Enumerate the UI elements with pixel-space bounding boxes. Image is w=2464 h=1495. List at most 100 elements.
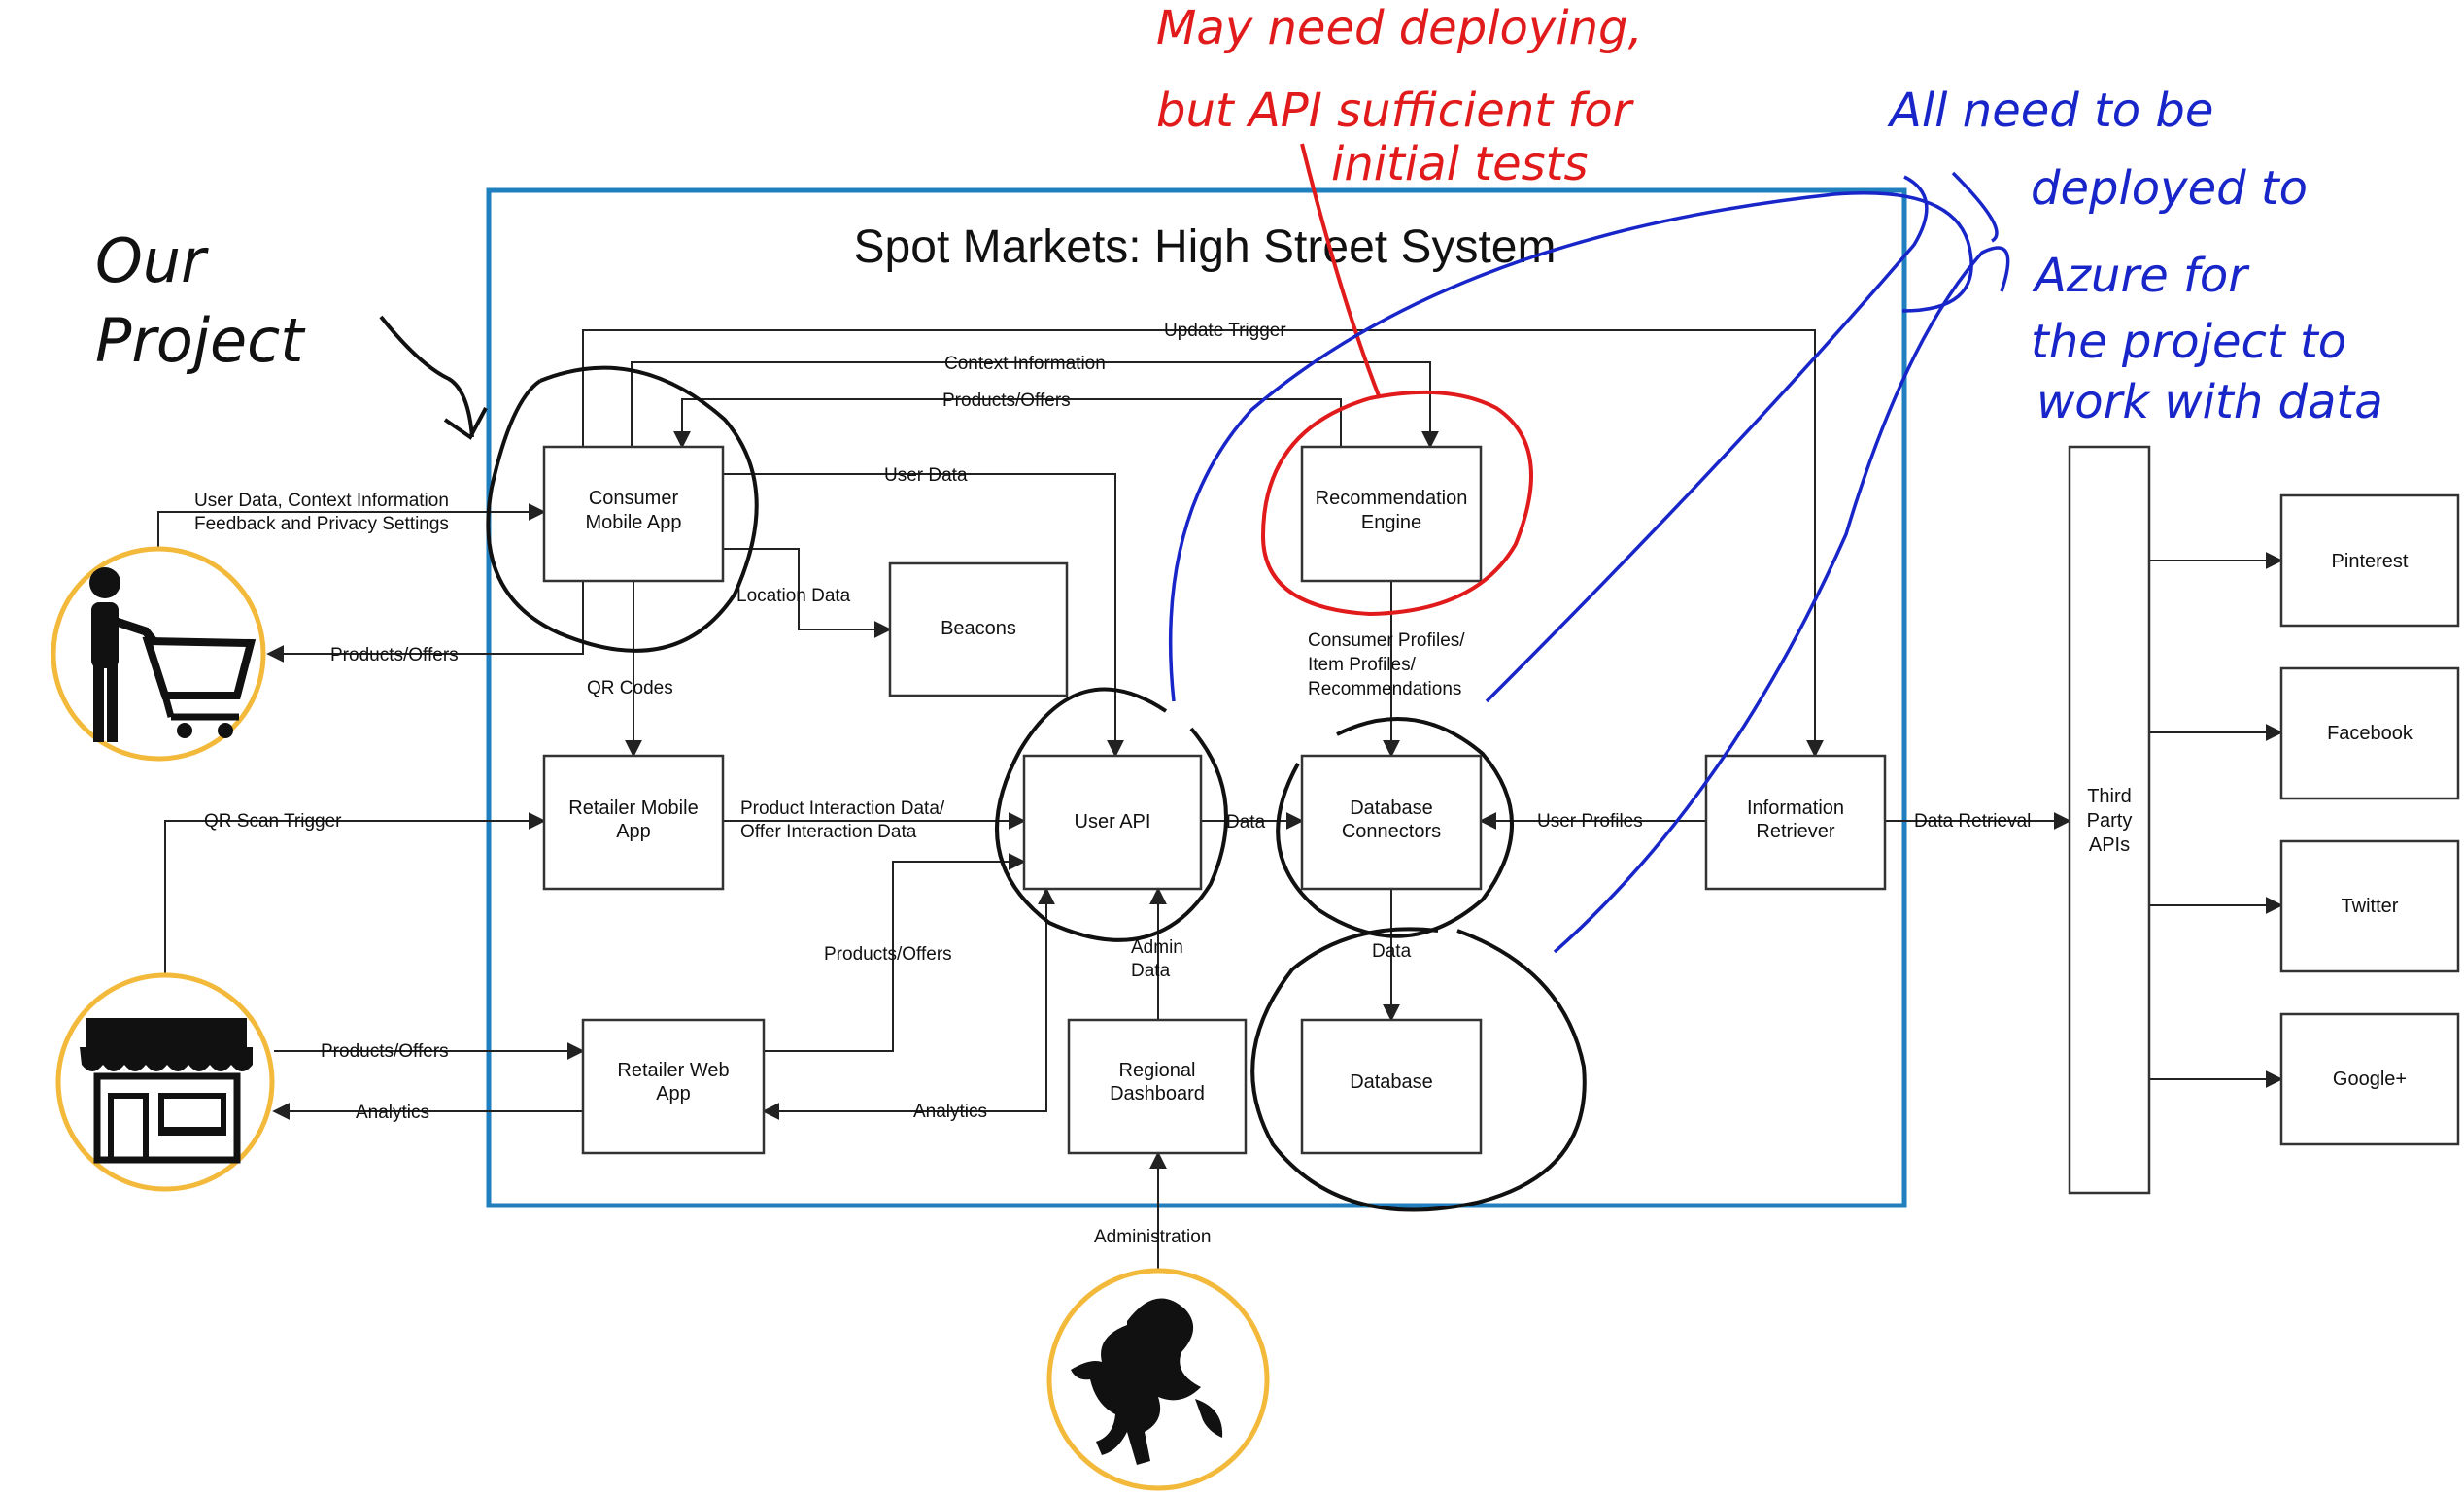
rampant-horse-crest-icon — [1071, 1298, 1223, 1465]
annotation-circle-database — [1250, 927, 1587, 1212]
edge-label-admin-data-1: Admin — [1131, 937, 1183, 958]
storefront-icon — [80, 1018, 253, 1164]
edge-label-consumer-profiles-3: Recommendations — [1308, 679, 1461, 699]
annotation-arrow-our-project — [379, 315, 488, 440]
node-label: Regional — [1119, 1060, 1196, 1081]
edge-user-data-context — [157, 503, 546, 548]
system-boundary — [486, 187, 1907, 1208]
annotation-blue-1: All need to be — [1887, 84, 2213, 138]
edge-label-data-retrieval: Data Retrieval — [1914, 811, 2031, 832]
annotation-circle-consumer-app — [486, 365, 759, 653]
edge-label-products-offers-top: Products/Offers — [942, 391, 1071, 411]
node-database: Database — [1300, 1018, 1483, 1155]
node-label: App — [616, 821, 651, 842]
edge-label-data-api-connectors: Data — [1226, 812, 1266, 832]
edge-analytics-mid — [762, 887, 1055, 1120]
node-retailer-mobile-app: Retailer Mobile App — [542, 754, 725, 891]
node-label: Connectors — [1342, 821, 1441, 842]
edge-label-user-profiles: User Profiles — [1537, 811, 1643, 832]
edge-user-data-top — [723, 473, 1124, 758]
edge-label-analytics-mid: Analytics — [913, 1102, 987, 1122]
annotation-red-2: but API sufficient for — [1156, 84, 1635, 138]
annotation-red-1: May need deploying, — [1156, 1, 1643, 55]
node-label: Consumer — [589, 488, 679, 509]
edge-label-administration: Administration — [1094, 1227, 1211, 1247]
annotation-red-pointer — [1300, 143, 1382, 399]
edge-label-update-trigger: Update Trigger — [1164, 321, 1286, 341]
edge-label-qr-codes: QR Codes — [587, 678, 673, 698]
annotation-blue-5: work with data — [2036, 375, 2383, 429]
node-label: Mobile App — [586, 512, 682, 533]
edge-label-product-interaction-1: Product Interaction Data/ — [740, 798, 945, 819]
edge-label-context-information: Context Information — [944, 354, 1106, 374]
edge-label-location-data: Location Data — [736, 586, 851, 606]
annotation-blue-line-database — [1553, 246, 2010, 954]
node-label: Party — [2087, 810, 2133, 832]
annotation-blue-line-user-api — [1168, 191, 1973, 702]
node-pinterest: Pinterest — [2279, 493, 2460, 628]
node-label: Retriever — [1756, 821, 1834, 842]
node-label: Pinterest — [2332, 551, 2409, 572]
edge-label-consumer-profiles-2: Item Profiles/ — [1308, 655, 1417, 675]
node-label: Recommendation — [1316, 488, 1468, 509]
node-twitter: Twitter — [2279, 839, 2460, 973]
node-label: Third — [2087, 786, 2132, 807]
council-actor — [1046, 1268, 1270, 1491]
diagram-title: Spot Markets: High Street System — [854, 221, 1557, 273]
edge-label-user-data-top: User Data — [884, 465, 968, 486]
edge-products-offers-top — [673, 398, 1342, 449]
annotation-blue-4: the project to — [2031, 315, 2346, 369]
edge-label-user-data-context-1: User Data, Context Information — [194, 491, 449, 511]
annotation-circle-db-connectors — [1276, 717, 1514, 938]
edge-label-products-offers-retailer: Products/Offers — [321, 1041, 449, 1062]
node-database-connectors: Database Connectors — [1300, 754, 1483, 891]
edge-label-data-connectors-db: Data — [1372, 941, 1412, 962]
edge-context-information — [631, 361, 1439, 449]
edge-label-admin-data-2: Data — [1131, 961, 1171, 981]
annotations: Our Project May need deploying, but API … — [95, 1, 2383, 1212]
node-label: App — [656, 1083, 691, 1104]
edge-label-products-offers-consumer: Products/Offers — [330, 645, 459, 665]
edge-label-consumer-profiles-1: Consumer Profiles/ — [1308, 630, 1465, 651]
edge-qr-scan-trigger — [164, 812, 546, 975]
node-beacons: Beacons — [888, 561, 1069, 697]
annotation-red-3: initial tests — [1331, 137, 1588, 191]
node-label: Beacons — [941, 618, 1016, 639]
node-third-party-apis: Third Party APIs — [2068, 445, 2151, 1195]
annotation-circle-recommendation — [1260, 390, 1533, 617]
consumer-actor — [51, 546, 266, 762]
edge-products-offers-consumer — [266, 581, 584, 663]
annotation-blue-2: deployed to — [2031, 161, 2308, 216]
edges: Update Trigger Context Information Produ… — [157, 321, 2283, 1271]
node-label: Retailer Web — [617, 1060, 729, 1081]
node-label: Retailer Mobile — [568, 798, 698, 819]
edge-location-data — [723, 548, 892, 638]
edge-label-analytics-left: Analytics — [356, 1103, 429, 1123]
edge-label-products-offers-mid: Products/Offers — [824, 944, 952, 965]
shopping-cart-person-icon — [89, 567, 257, 742]
edge-label-product-interaction-2: Offer Interaction Data — [740, 822, 917, 842]
edge-label-qr-scan-trigger: QR Scan Trigger — [204, 811, 342, 832]
node-retailer-web-app: Retailer Web App — [581, 1018, 766, 1155]
retailer-actor — [55, 972, 275, 1192]
node-regional-dashboard: Regional Dashboard — [1067, 1018, 1248, 1155]
annotation-our-project-1: Our — [95, 225, 209, 296]
node-label: Database — [1350, 1071, 1433, 1093]
node-facebook: Facebook — [2279, 666, 2460, 800]
node-label: Information — [1747, 798, 1844, 819]
annotation-blue-3: Azure for — [2032, 249, 2250, 303]
node-consumer-mobile-app: Consumer Mobile App — [542, 445, 725, 583]
node-information-retriever: Information Retriever — [1704, 754, 1887, 891]
node-user-api: User API — [1022, 754, 1203, 891]
annotation-our-project-2: Project — [95, 305, 306, 376]
node-label: User API — [1075, 811, 1151, 832]
node-label: Engine — [1361, 512, 1421, 533]
node-google-plus: Google+ — [2279, 1012, 2460, 1146]
node-label: Database — [1350, 798, 1433, 819]
edge-update-trigger — [582, 329, 1824, 758]
node-recommendation-engine: Recommendation Engine — [1300, 445, 1483, 583]
node-label: Facebook — [2327, 723, 2413, 744]
node-label: Google+ — [2333, 1069, 2407, 1090]
node-label: Twitter — [2342, 896, 2399, 917]
